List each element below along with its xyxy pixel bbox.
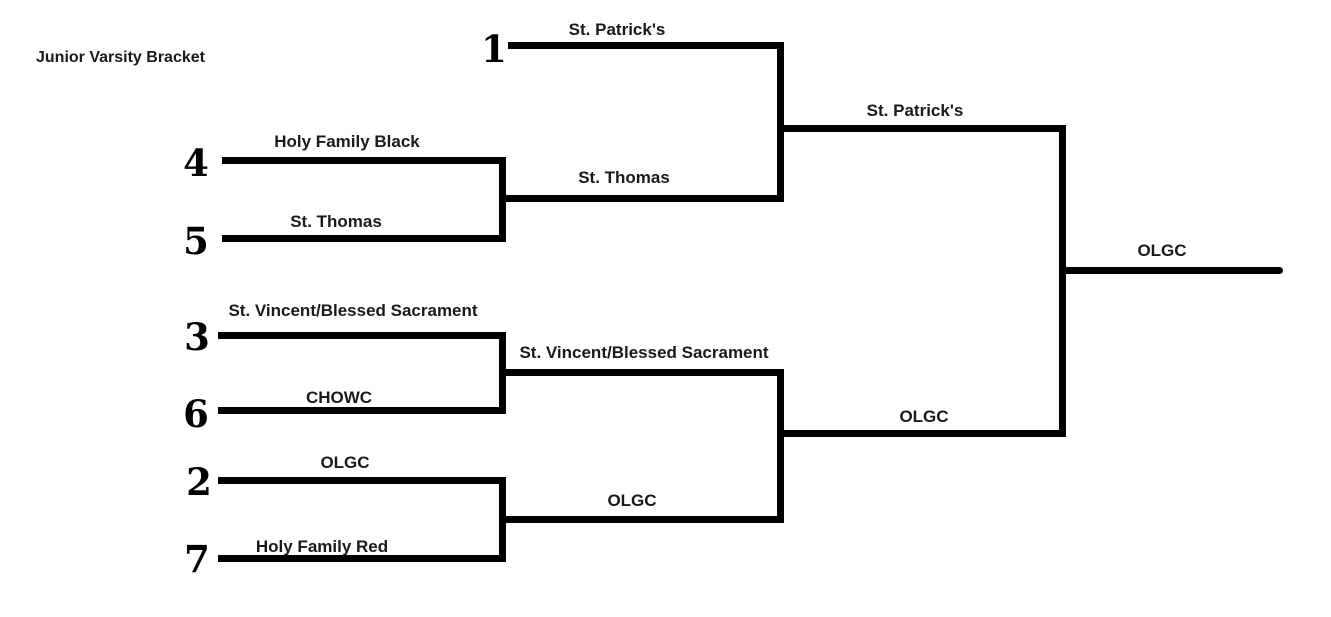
seed-number-4: 4 [183, 141, 209, 185]
line-seed5 [222, 235, 506, 242]
line-champion [1063, 267, 1283, 274]
connector-sf1 [777, 42, 784, 202]
connector-final [1059, 125, 1066, 437]
seed-number-5: 5 [183, 219, 209, 263]
line-seed2 [218, 477, 506, 484]
line-seed1-bye [508, 42, 784, 49]
winner-label-sf2-olgc: OLGC [899, 407, 949, 426]
team-label-chowc: CHOWC [305, 388, 373, 407]
winner-label-sf1-st-patricks: St. Patrick's [866, 101, 964, 120]
line-seed6 [218, 407, 506, 414]
team-label-st-thomas: St. Thomas [290, 212, 382, 231]
connector-qf3 [499, 477, 506, 562]
team-label-holy-family-black: Holy Family Black [274, 132, 420, 151]
team-label-st-vincent-blessed-sacrament: St. Vincent/Blessed Sacrament [228, 301, 478, 320]
line-sf2-winner [777, 430, 1066, 437]
line-sf1-winner [777, 125, 1066, 132]
connector-qf2 [499, 332, 506, 414]
winner-label-qf1-st-thomas: St. Thomas [578, 168, 670, 187]
winner-label-qf3-olgc: OLGC [607, 491, 657, 510]
seed-number-1: 1 [481, 27, 507, 71]
winner-label-qf2-st-vincent: St. Vincent/Blessed Sacrament [519, 343, 769, 362]
seed-number-2: 2 [186, 460, 212, 504]
connector-qf1 [499, 157, 506, 242]
connector-sf2 [777, 369, 784, 523]
team-label-olgc: OLGC [320, 453, 370, 472]
seed-number-6: 6 [183, 392, 209, 436]
team-label-holy-family-red: Holy Family Red [255, 537, 389, 556]
line-qf3-winner [503, 516, 784, 523]
champion-label-olgc: OLGC [1137, 241, 1187, 260]
line-qf2-winner [503, 369, 784, 376]
line-seed7 [218, 555, 506, 562]
bracket-title: Junior Varsity Bracket [36, 49, 205, 66]
seed-number-7: 7 [184, 537, 210, 581]
line-seed3 [218, 332, 506, 339]
line-qf1-winner [503, 195, 784, 202]
seed-number-3: 3 [184, 315, 210, 359]
line-seed4 [222, 157, 506, 164]
team-label-bye-st-patricks: St. Patrick's [568, 20, 666, 39]
